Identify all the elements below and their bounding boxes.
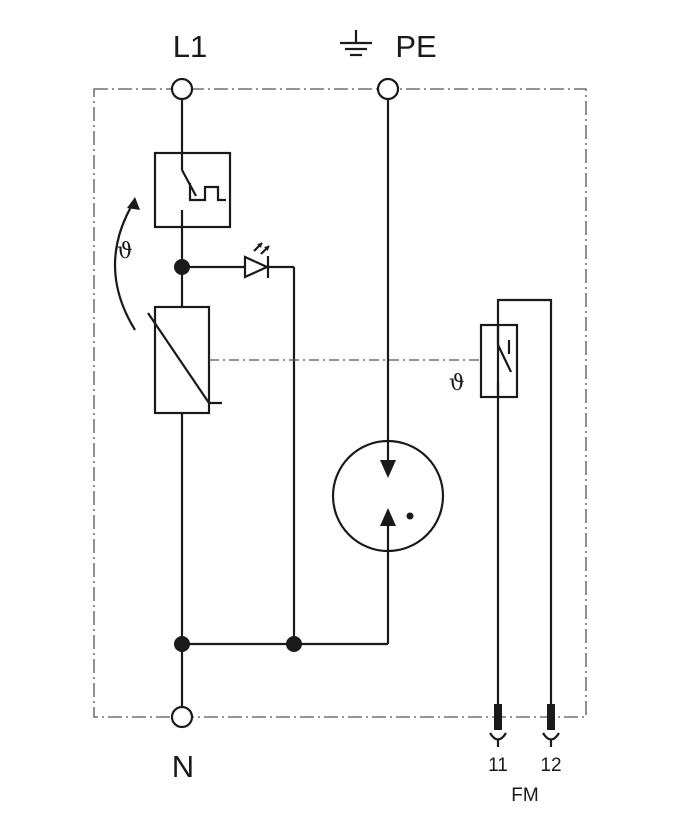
- junction-node-bottom-middle: [286, 636, 302, 652]
- device-enclosure-frame: [93, 88, 587, 718]
- terminal-pe[interactable]: [376, 77, 400, 101]
- contact-label-11: 11: [488, 755, 508, 776]
- led-diode-icon: [182, 242, 294, 279]
- junction-node-led: [174, 259, 190, 275]
- signal-group-label-fm: FM: [511, 785, 538, 806]
- thermal-switch-icon: [479, 298, 553, 705]
- terminal-label-pe: PE: [395, 29, 436, 64]
- terminal-n[interactable]: [170, 705, 194, 729]
- junction-node-bottom-left: [174, 636, 190, 652]
- thermal-coupling-arrow: [114, 197, 140, 331]
- terminal-label-n: N: [172, 749, 194, 784]
- contact-label-12: 12: [540, 755, 561, 776]
- terminal-l1[interactable]: [170, 77, 194, 101]
- connector-pin-11[interactable]: [489, 704, 507, 747]
- terminal-label-l1: L1: [173, 29, 207, 64]
- thermal-disconnector: [153, 151, 232, 229]
- thermal-symbol-right: ϑ: [449, 371, 465, 396]
- thermal-symbol-left: ϑ: [117, 239, 133, 264]
- connector-pin-12[interactable]: [542, 704, 560, 747]
- earth-ground-icon: [340, 30, 372, 57]
- gas-discharge-tube-icon: [331, 439, 445, 553]
